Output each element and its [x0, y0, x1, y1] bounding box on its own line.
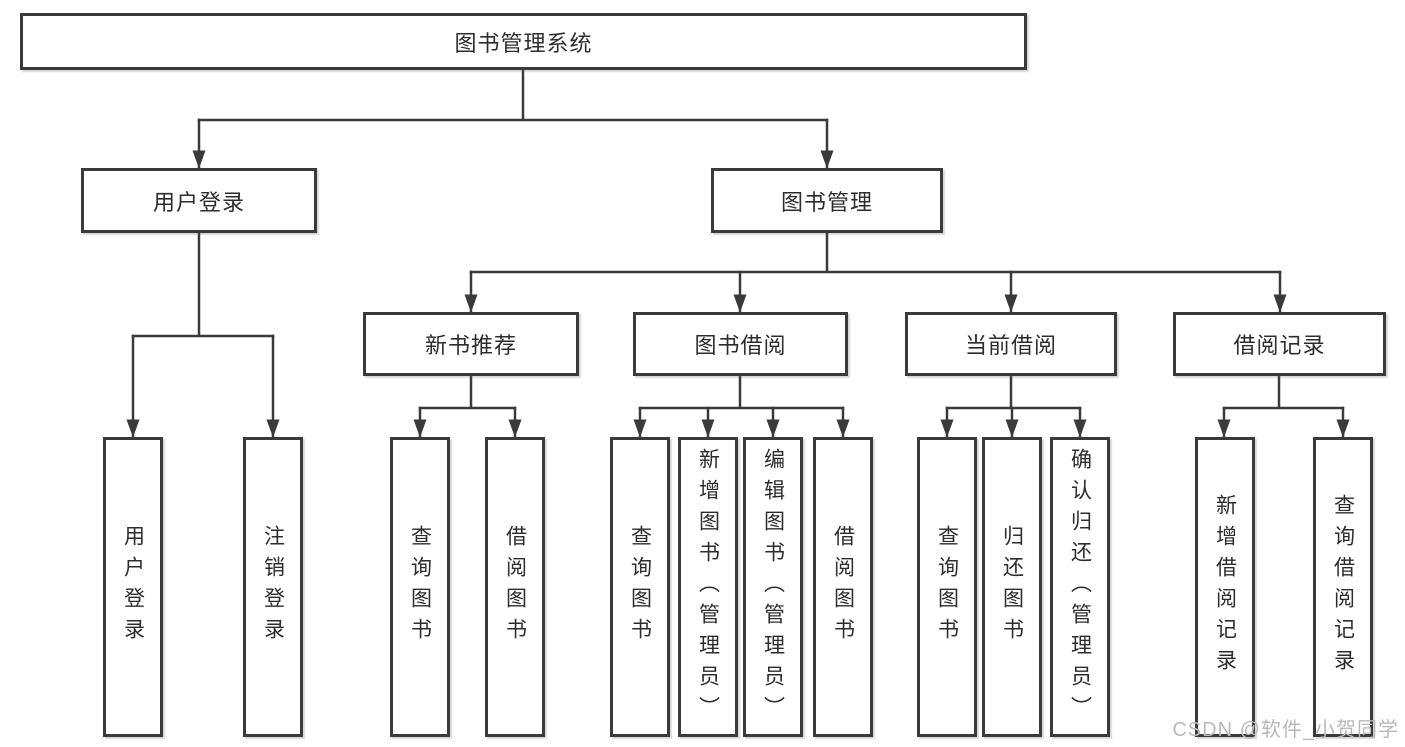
leaf-user-login-label: 用户登录 [121, 525, 145, 649]
leaf-edit-books-admin-label: 编辑图书（管理员） [761, 447, 785, 727]
leaf-borrow-books-rec-label: 借阅图书 [503, 525, 527, 649]
connector-currentborrow-bus [945, 374, 1082, 410]
node-book-management: 图书管理 [711, 168, 943, 233]
node-current-borrow-label: 当前借阅 [964, 333, 1057, 358]
leaf-borrow-books-rec: 借阅图书 [485, 437, 545, 737]
node-user-login-label: 用户登录 [152, 189, 245, 215]
leaf-borrow-books: 借阅图书 [813, 437, 873, 737]
connector-borrowrecords-bus [1222, 374, 1345, 410]
node-book-borrow: 图书借阅 [633, 312, 848, 376]
node-book-management-label: 图书管理 [780, 189, 873, 215]
connector-userlogin-bus [131, 231, 275, 338]
node-new-book-recommend: 新书推荐 [363, 312, 579, 376]
leaf-add-borrow-record-label: 新增借阅记录 [1213, 494, 1237, 680]
node-borrow-records: 借阅记录 [1173, 312, 1386, 376]
leaf-confirm-return-admin: 确认归还（管理员） [1050, 437, 1110, 737]
connector-bookmgmt-bus [469, 231, 1282, 274]
leaf-edit-books-admin: 编辑图书（管理员） [743, 437, 803, 737]
leaf-add-books-admin-label: 新增图书（管理员） [696, 447, 720, 727]
leaf-add-borrow-record: 新增借阅记录 [1195, 437, 1255, 737]
leaf-logout-login-label: 注销登录 [261, 525, 285, 649]
leaf-borrow-books-label: 借阅图书 [831, 525, 855, 649]
node-borrow-records-label: 借阅记录 [1233, 333, 1326, 358]
leaf-query-borrow-record-label: 查询借阅记录 [1331, 494, 1355, 680]
connector-newbookrec-bus [418, 374, 517, 410]
leaf-confirm-return-admin-label: 确认归还（管理员） [1068, 447, 1092, 727]
connector-bookborrow-bus [638, 374, 845, 410]
leaf-add-books-admin: 新增图书（管理员） [678, 437, 738, 737]
leaf-return-books-label: 归还图书 [1000, 525, 1024, 649]
node-new-book-recommend-label: 新书推荐 [424, 333, 517, 358]
leaf-user-login: 用户登录 [103, 437, 163, 737]
connector-root-bus [197, 68, 829, 122]
leaf-query-borrow-record: 查询借阅记录 [1313, 437, 1373, 737]
node-root-system: 图书管理系统 [20, 13, 1027, 70]
leaf-query-books-current-label: 查询图书 [935, 525, 959, 649]
leaf-query-books-borrow-label: 查询图书 [628, 525, 652, 649]
leaf-query-books-current: 查询图书 [917, 437, 977, 737]
node-user-login: 用户登录 [81, 168, 317, 233]
leaf-query-books-rec-label: 查询图书 [408, 525, 432, 649]
leaf-query-books-borrow: 查询图书 [610, 437, 670, 737]
leaf-return-books: 归还图书 [982, 437, 1042, 737]
leaf-query-books-rec: 查询图书 [390, 437, 450, 737]
node-current-borrow: 当前借阅 [905, 312, 1117, 376]
leaf-logout-login: 注销登录 [243, 437, 303, 737]
node-root-label: 图书管理系统 [454, 30, 593, 56]
node-book-borrow-label: 图书借阅 [694, 333, 787, 358]
